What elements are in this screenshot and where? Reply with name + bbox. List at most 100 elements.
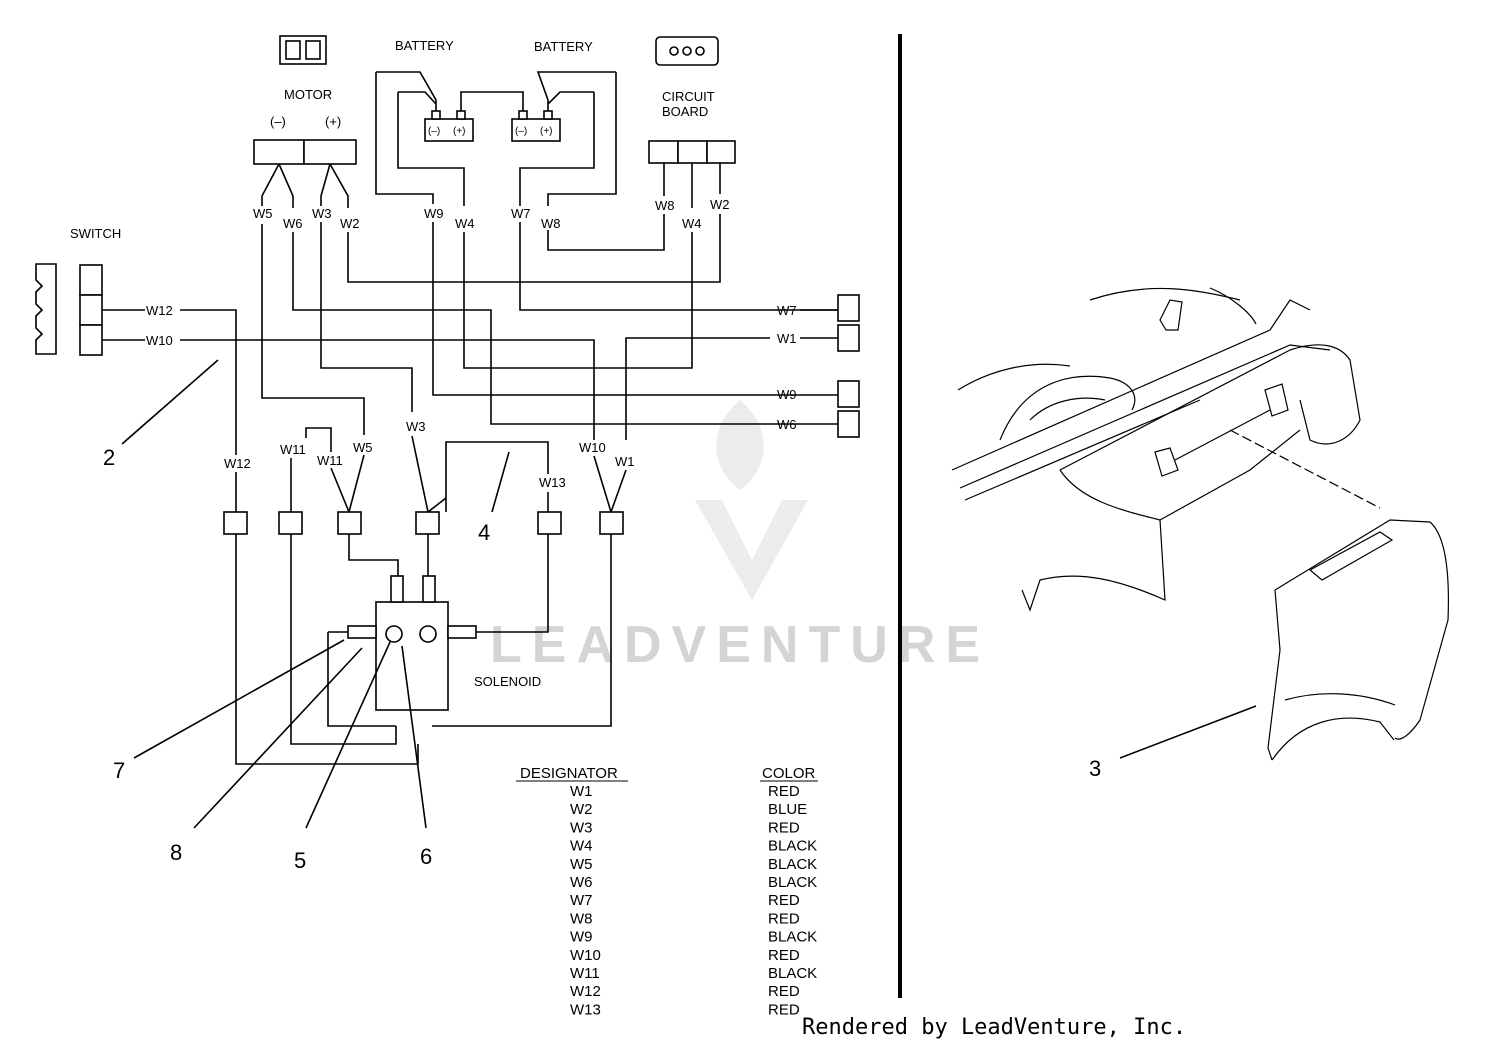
legend-color: BLACK bbox=[768, 856, 817, 873]
motor-neg-terminal bbox=[253, 139, 305, 165]
callout-7: 7 bbox=[113, 758, 125, 783]
wire-label-low-w13: W13 bbox=[539, 475, 566, 490]
terminal-w9 bbox=[837, 380, 860, 408]
legend-color: BLUE bbox=[768, 801, 807, 818]
wire-label-low-w5: W5 bbox=[353, 440, 373, 455]
callout-8: 8 bbox=[170, 840, 182, 865]
wire-label-switch-w10: W10 bbox=[146, 333, 173, 348]
wire-label-right-w1: W1 bbox=[777, 331, 797, 346]
legend-designator: W10 bbox=[570, 947, 601, 964]
wire-label-low-w11b: W11 bbox=[317, 453, 343, 468]
v-logo-icon bbox=[695, 500, 808, 600]
terminal-w6 bbox=[837, 410, 860, 438]
callout-6: 6 bbox=[420, 844, 432, 869]
wire-label-cb-w2: W2 bbox=[710, 197, 730, 212]
switch-icon bbox=[35, 263, 103, 356]
circuit-board-label-2: BOARD bbox=[662, 104, 708, 119]
watermark-text: LEADVENTURE bbox=[490, 616, 990, 674]
connector-w12 bbox=[223, 511, 248, 535]
legend-designator: W7 bbox=[570, 892, 593, 909]
wire-label-w7: W7 bbox=[511, 206, 531, 221]
watermark: LEADVENTURE bbox=[490, 400, 990, 674]
battery-right-pos: (+) bbox=[540, 126, 553, 137]
legend-designator: W3 bbox=[570, 819, 593, 836]
legend-color: BLACK bbox=[768, 838, 817, 855]
wire-label-low-w1: W1 bbox=[615, 454, 635, 469]
solenoid-label: SOLENOID bbox=[474, 674, 541, 689]
battery-left-neg: (–) bbox=[428, 126, 440, 137]
motor-neg-label: (–) bbox=[270, 114, 286, 129]
callout-2: 2 bbox=[103, 445, 115, 470]
solenoid bbox=[347, 575, 477, 711]
wire-label-low-w10: W10 bbox=[579, 440, 606, 455]
callout-4: 4 bbox=[478, 520, 490, 545]
circuit-board-terminal-3 bbox=[706, 140, 736, 164]
battery-left: (–) (+) bbox=[424, 110, 474, 142]
flame-logo-icon bbox=[716, 400, 764, 490]
circuit-board-terminal-1 bbox=[648, 140, 679, 164]
wire-label-w5: W5 bbox=[253, 206, 273, 221]
callout-5: 5 bbox=[294, 848, 306, 873]
legend-designator: W2 bbox=[570, 801, 593, 818]
connector-w11 bbox=[278, 511, 303, 535]
terminal-w1 bbox=[837, 324, 860, 352]
battery-right-label: BATTERY bbox=[534, 39, 593, 54]
switch-label: SWITCH bbox=[70, 226, 121, 241]
legend-designator: W1 bbox=[570, 783, 593, 800]
callout-3: 3 bbox=[1089, 756, 1101, 781]
wire-label-low-w12: W12 bbox=[224, 456, 251, 471]
legend-color: BLACK bbox=[768, 874, 817, 891]
wire-label-cb-w4: W4 bbox=[682, 216, 702, 231]
wire-label-w3: W3 bbox=[312, 206, 332, 221]
footer-credit: Rendered by LeadVenture, Inc. bbox=[802, 1015, 1186, 1040]
wire-label-cb-w8: W8 bbox=[655, 198, 675, 213]
legend-designator: W8 bbox=[570, 910, 593, 927]
legend-color: RED bbox=[768, 947, 800, 964]
legend-color: BLACK bbox=[768, 965, 817, 982]
legend-designator: W11 bbox=[570, 965, 600, 982]
wire-label-right-w7: W7 bbox=[777, 303, 797, 318]
circuit-board-label-1: CIRCUIT bbox=[662, 89, 715, 104]
wire-labels: W5 W6 W3 W2 W9 W4 W7 W8 W8 W4 W2 W12 W10… bbox=[146, 197, 797, 490]
wire-label-w9: W9 bbox=[424, 206, 444, 221]
wire-label-w8: W8 bbox=[541, 216, 561, 231]
legend-color: BLACK bbox=[768, 929, 817, 946]
terminal-w7 bbox=[837, 294, 860, 322]
battery-right: (–) (+) bbox=[511, 110, 561, 142]
legend-designator: W4 bbox=[570, 838, 593, 855]
legend-color: RED bbox=[768, 1001, 800, 1018]
legend-color: RED bbox=[768, 892, 800, 909]
wire-label-low-w11a: W11 bbox=[280, 442, 306, 457]
legend-color: RED bbox=[768, 783, 800, 800]
motor-pos-terminal bbox=[303, 139, 357, 165]
circuit-board-connector-icon bbox=[655, 36, 719, 66]
legend-color: RED bbox=[768, 910, 800, 927]
battery-right-neg: (–) bbox=[515, 126, 527, 137]
legend-color: RED bbox=[768, 819, 800, 836]
legend-color: RED bbox=[768, 983, 800, 1000]
connector-w3 bbox=[415, 511, 440, 535]
wire-label-right-w6: W6 bbox=[777, 417, 797, 432]
battery-left-pos: (+) bbox=[453, 126, 466, 137]
callouts: 2 4 7 8 5 6 3 bbox=[103, 359, 1257, 873]
motor-label: MOTOR bbox=[284, 87, 332, 102]
wire-label-w6: W6 bbox=[283, 216, 303, 231]
legend-color-header: COLOR bbox=[762, 765, 816, 782]
battery-left-label: BATTERY bbox=[395, 38, 454, 53]
mower-deck-illustration bbox=[951, 287, 1449, 761]
wire-label-switch-w12: W12 bbox=[146, 303, 173, 318]
wire-label-low-w3: W3 bbox=[406, 419, 426, 434]
legend-designator: W13 bbox=[570, 1001, 601, 1018]
wire-label-w4: W4 bbox=[455, 216, 475, 231]
legend-designator: W9 bbox=[570, 929, 593, 946]
motor-pos-label: (+) bbox=[325, 114, 341, 129]
circuit-board-terminal-2 bbox=[677, 140, 708, 164]
connector-w5 bbox=[337, 511, 362, 535]
wire-label-right-w9: W9 bbox=[777, 387, 797, 402]
legend-designator: W12 bbox=[570, 983, 601, 1000]
legend-designator: W5 bbox=[570, 856, 593, 873]
wire-label-w2: W2 bbox=[340, 216, 360, 231]
connector-w10-w1 bbox=[599, 511, 624, 535]
